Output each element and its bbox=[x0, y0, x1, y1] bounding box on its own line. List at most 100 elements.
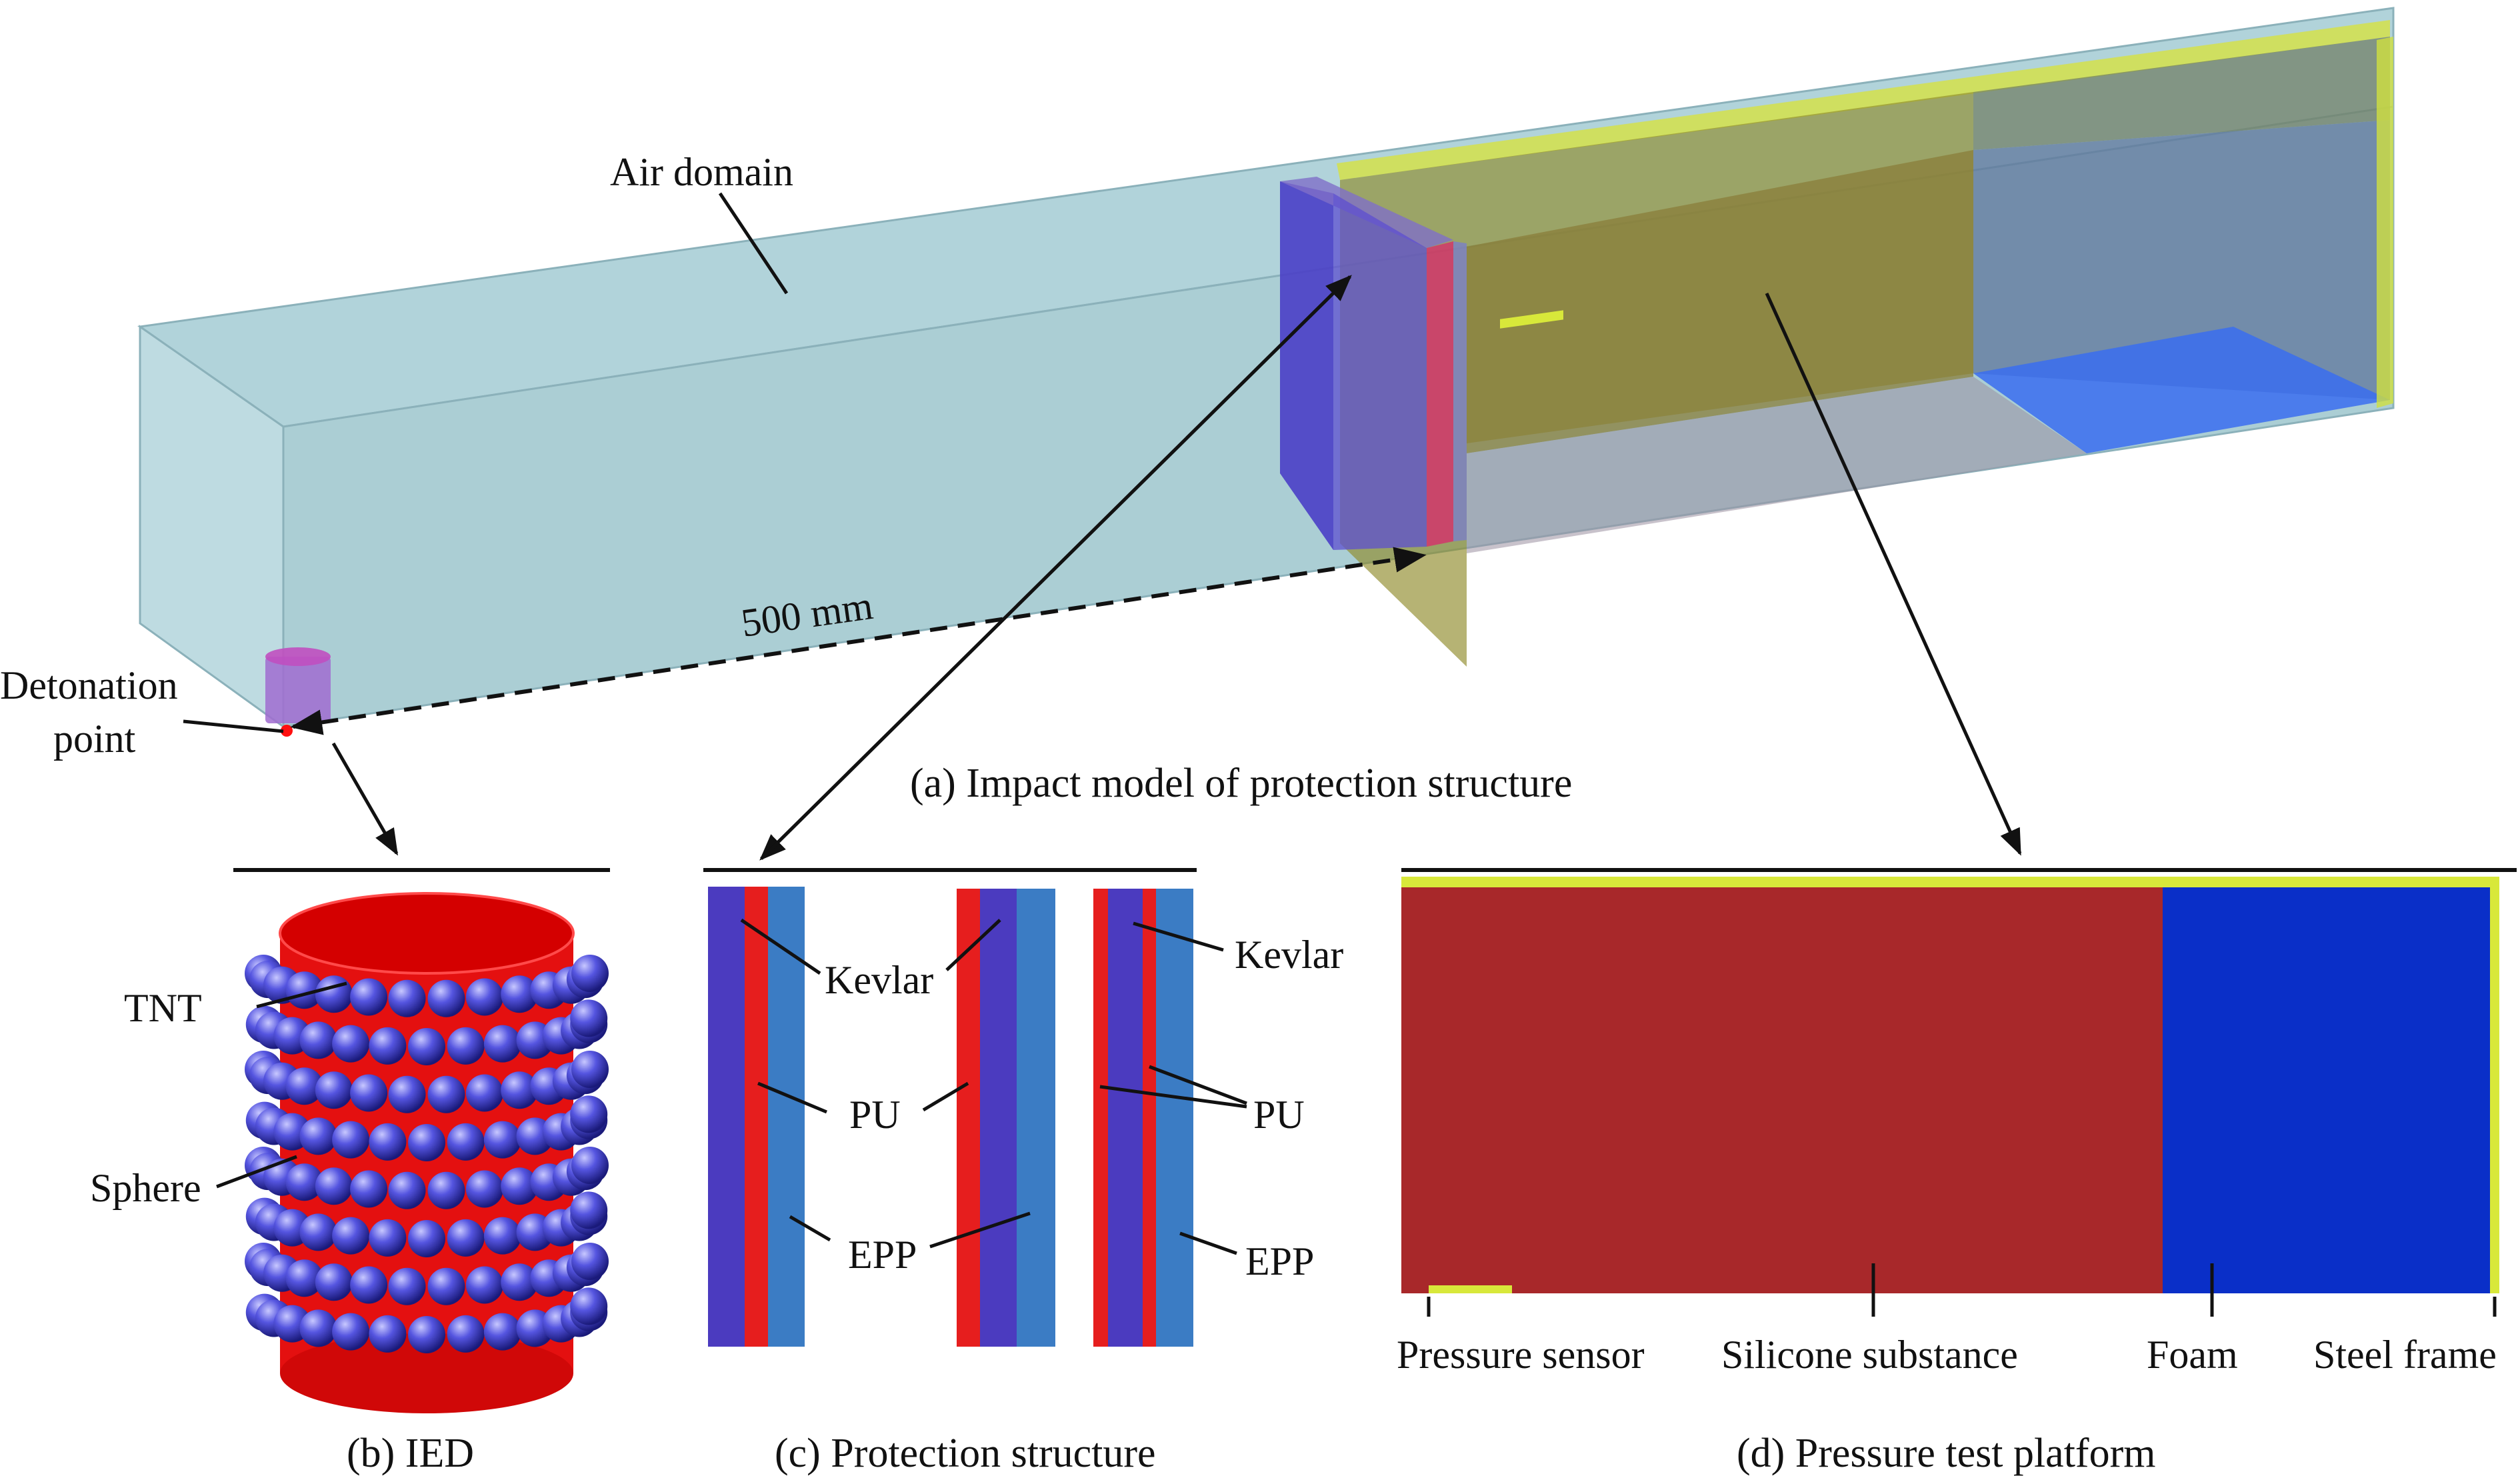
sphere bbox=[299, 1213, 337, 1251]
config-1-pu bbox=[745, 887, 768, 1347]
ied-3d-body bbox=[265, 657, 331, 723]
silicone-substance-block bbox=[1401, 887, 2163, 1293]
config-3-pu-outer bbox=[1093, 889, 1108, 1347]
sphere bbox=[332, 1121, 370, 1159]
sphere bbox=[350, 1074, 388, 1112]
sphere bbox=[299, 1309, 337, 1347]
air-domain-leader bbox=[718, 192, 789, 295]
foam-label: Foam bbox=[2147, 1333, 2238, 1377]
panel-c-protection-structure: Kevlar Kevlar PU PU EPP EPP (c) Protecti… bbox=[703, 868, 1343, 1476]
protection-3d-top bbox=[1280, 177, 1453, 248]
steel-frame-label: Steel frame bbox=[2313, 1333, 2497, 1377]
kevlar-1-label: Kevlar bbox=[825, 958, 933, 1002]
config-3-pu-inner bbox=[1143, 889, 1156, 1347]
sphere bbox=[285, 971, 323, 1009]
pu-1-label: PU bbox=[849, 1093, 901, 1137]
sphere bbox=[332, 1025, 370, 1063]
sphere bbox=[332, 1313, 370, 1351]
platform-3d-foam-bottom bbox=[1973, 327, 2390, 453]
sphere bbox=[501, 1263, 539, 1301]
pu-1-leader bbox=[757, 1081, 827, 1114]
arrow-to-panel-d bbox=[1765, 292, 2022, 856]
sphere bbox=[369, 1027, 407, 1065]
sphere bbox=[501, 975, 539, 1013]
pressure-sensor bbox=[1429, 1285, 1512, 1293]
distance-arrow bbox=[290, 547, 1427, 735]
panel-b-caption: (b) IED bbox=[347, 1431, 474, 1476]
sphere bbox=[571, 1243, 609, 1280]
sphere bbox=[570, 1191, 608, 1229]
sphere bbox=[483, 1121, 521, 1159]
config-3-kevlar bbox=[1108, 889, 1143, 1347]
sphere bbox=[369, 1315, 407, 1353]
steel-frame-top bbox=[1401, 877, 2498, 887]
sphere bbox=[501, 1071, 539, 1109]
sphere bbox=[408, 1028, 445, 1065]
epp-3-leader bbox=[1179, 1231, 1237, 1255]
platform-3d-steel-side bbox=[2377, 37, 2393, 408]
panel-a-caption: (a) Impact model of protection structure bbox=[910, 761, 1572, 806]
pu-3b-leader bbox=[1149, 1065, 1247, 1105]
sphere bbox=[285, 1067, 323, 1105]
arrow-to-panel-c-back bbox=[760, 275, 1352, 860]
sphere bbox=[465, 1170, 503, 1208]
sphere bbox=[299, 1117, 337, 1155]
protection-3d-epp-layer bbox=[1453, 241, 1467, 541]
tnt-label: TNT bbox=[124, 986, 202, 1030]
panel-b-ied: TNT Sphere (b) IED bbox=[90, 868, 610, 1476]
platform-3d-foam-front bbox=[1973, 120, 2390, 400]
sphere bbox=[447, 1219, 485, 1257]
epp-1-label: EPP bbox=[848, 1233, 917, 1277]
epp-2-label: EPP bbox=[1245, 1239, 1314, 1283]
sphere bbox=[571, 1147, 609, 1184]
sphere bbox=[483, 1025, 521, 1063]
sphere-label: Sphere bbox=[90, 1166, 201, 1210]
kevlar-3-leader bbox=[1133, 921, 1224, 952]
steel-frame-right bbox=[2490, 877, 2499, 1293]
config-1-epp bbox=[768, 887, 805, 1347]
kevlar-2-leader bbox=[945, 919, 1001, 971]
sphere bbox=[465, 1266, 503, 1304]
sphere bbox=[571, 1051, 609, 1088]
sphere bbox=[465, 1074, 503, 1112]
sphere bbox=[427, 979, 465, 1017]
platform-3d-steel-top bbox=[1337, 20, 2390, 180]
ied-3d bbox=[265, 647, 331, 737]
sphere bbox=[299, 1021, 337, 1059]
sphere bbox=[408, 1220, 445, 1257]
sphere bbox=[388, 1171, 426, 1209]
sphere bbox=[427, 1267, 465, 1305]
tnt-leader bbox=[256, 981, 347, 1009]
protection-3d-pu-layer bbox=[1427, 241, 1453, 547]
kevlar-1-leader bbox=[740, 918, 821, 975]
sphere bbox=[447, 1123, 485, 1161]
sphere bbox=[332, 1217, 370, 1255]
config-2-kevlar bbox=[980, 889, 1017, 1347]
sphere bbox=[483, 1217, 521, 1255]
sphere bbox=[570, 1287, 608, 1325]
sphere bbox=[350, 978, 388, 1016]
detonation-leader bbox=[183, 719, 284, 733]
panel-d-caption: (d) Pressure test platform bbox=[1737, 1431, 2155, 1476]
detonation-label-line2: point bbox=[53, 717, 136, 761]
sphere bbox=[388, 1075, 426, 1113]
protection-structure-3d bbox=[1280, 177, 1467, 550]
sphere bbox=[483, 1313, 521, 1351]
panel-c-caption: (c) Protection structure bbox=[775, 1431, 1156, 1476]
tnt-cylinder-bottom bbox=[280, 1333, 573, 1413]
sphere bbox=[571, 955, 609, 992]
platform-3d bbox=[1337, 20, 2393, 667]
sphere bbox=[427, 1075, 465, 1113]
platform-3d-silicone-front bbox=[1467, 150, 1973, 453]
config-2 bbox=[957, 889, 1055, 1347]
ied-3d-top bbox=[265, 647, 331, 666]
sphere bbox=[315, 1167, 353, 1205]
config-1-kevlar bbox=[708, 887, 745, 1347]
sphere bbox=[388, 1267, 426, 1305]
air-domain-label: Air domain bbox=[610, 150, 793, 194]
sphere bbox=[350, 1170, 388, 1208]
panel-a-impact-model: Air domain 500 mm Detonation point (a) I… bbox=[0, 7, 2395, 861]
arrow-to-panel-b bbox=[331, 742, 399, 856]
protection-3d-kevlar-side bbox=[1333, 193, 1427, 550]
